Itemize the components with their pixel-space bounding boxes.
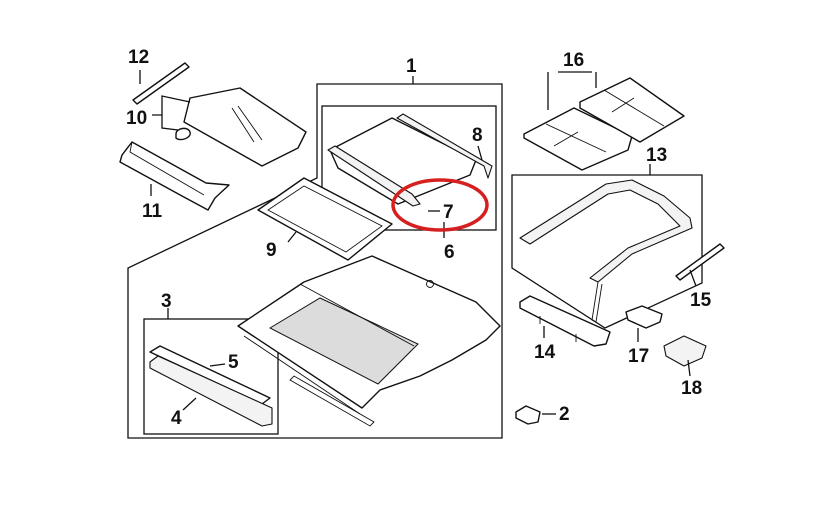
part-13-frame (519, 179, 693, 283)
part-18-module (663, 335, 707, 367)
group-box-1 (127, 83, 503, 439)
callout-2: 2 (559, 404, 570, 425)
highlight-circle-part-7 (391, 178, 489, 232)
leader-lines (139, 70, 697, 415)
part-2-clip (515, 405, 541, 425)
group-box-3 (143, 318, 279, 435)
roof-hole (426, 280, 434, 288)
part-10-glass (183, 87, 307, 167)
part-15-strip (675, 243, 725, 281)
part-8-glass (329, 117, 477, 205)
glass-reflection (231, 105, 263, 143)
part-7-seal (327, 145, 421, 207)
part-14-bracket (519, 295, 611, 347)
callout-15: 15 (690, 290, 712, 311)
bracket-tabs (539, 316, 577, 342)
part-4-rail (149, 355, 273, 427)
shade-front-seams (545, 123, 607, 153)
roof-edge (243, 283, 415, 415)
callout-6: 6 (444, 242, 455, 263)
part-9-frame (257, 177, 393, 261)
callout-5: 5 (228, 352, 239, 373)
callout-3: 3 (161, 291, 172, 312)
callout-7: 7 (443, 202, 454, 223)
part-11-deflector (119, 141, 230, 211)
callout-1: 1 (406, 56, 417, 77)
roof-molding (289, 375, 375, 427)
deflector-edge (129, 141, 205, 196)
callout-16: 16 (563, 50, 584, 71)
callout-10: 10 (126, 108, 147, 129)
callout-11: 11 (142, 201, 163, 222)
part-12-molding (132, 62, 190, 105)
part-16-shade-rear (579, 77, 685, 143)
frame-inner (267, 185, 383, 253)
part-10-clip (175, 127, 191, 141)
callout-8: 8 (472, 125, 483, 146)
roof-opening (268, 297, 419, 385)
callout-9: 9 (266, 240, 277, 261)
part-8-strip (396, 113, 493, 179)
callout-14: 14 (534, 342, 556, 363)
callout-12: 12 (128, 47, 149, 68)
part-13-cable (591, 281, 603, 323)
group-box-13 (511, 174, 703, 329)
callout-4: 4 (171, 408, 182, 429)
callout-18: 18 (681, 378, 702, 399)
part-17-motor (625, 305, 663, 329)
shade-rear-seams (603, 89, 665, 127)
callout-13: 13 (646, 145, 667, 166)
group-box-6 (321, 105, 497, 231)
callout-17: 17 (628, 346, 649, 367)
